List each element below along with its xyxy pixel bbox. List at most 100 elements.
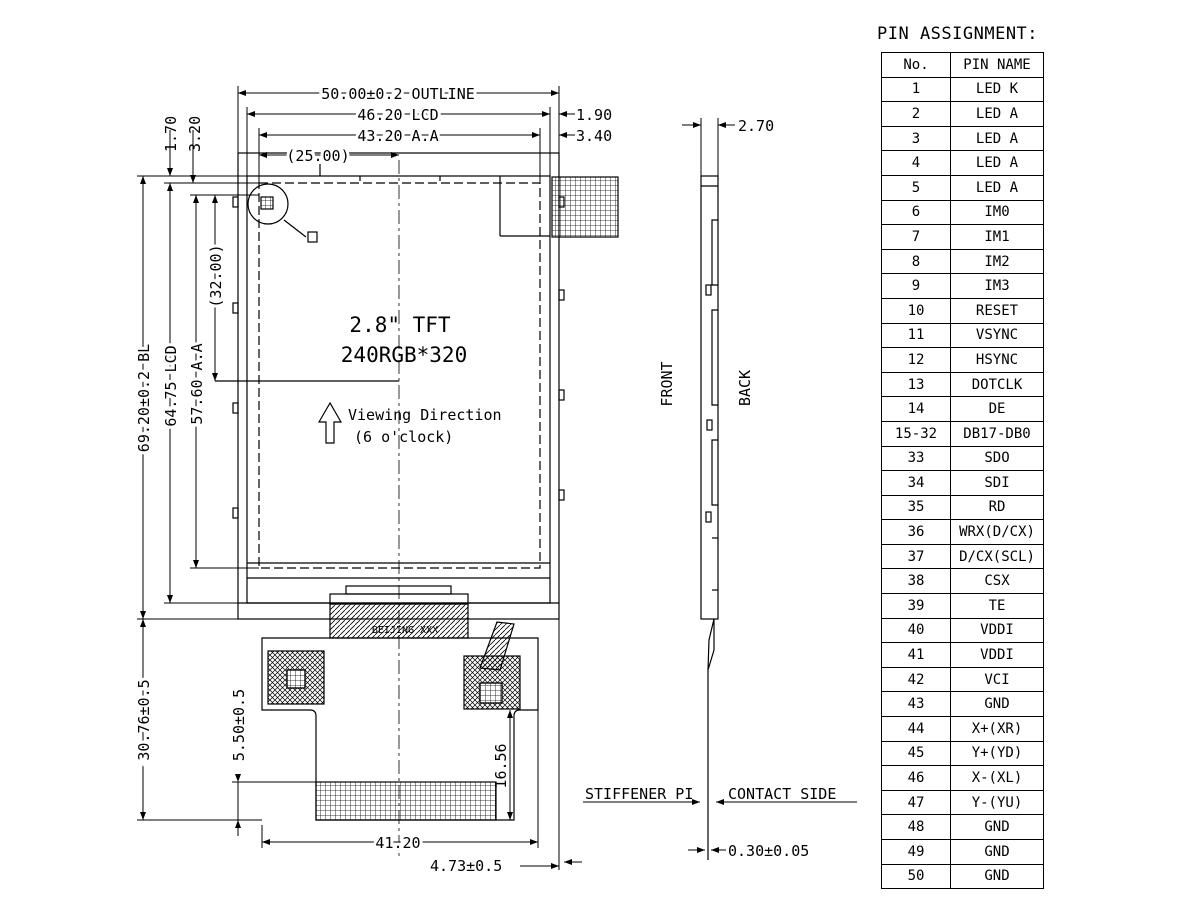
dim-lcd-width: 46.20 LCD <box>357 106 438 124</box>
dim-fpc-1656: 16.56 <box>492 743 510 788</box>
pin-name: SDO <box>950 445 1044 472</box>
label-stiffener: STIFFENER PI <box>585 785 693 803</box>
label-fpc-mark: BEIJING XXX <box>372 625 438 636</box>
pin-number: 7 <box>881 224 951 250</box>
pin-number: 43 <box>881 691 951 718</box>
fpc-outline <box>261 637 539 821</box>
dim-fpc-473: 4.73±0.5 <box>430 857 502 875</box>
pin-name: RESET <box>950 297 1044 324</box>
pin-name: X+(XR) <box>950 716 1044 742</box>
pin-number: 15-32 <box>881 420 951 447</box>
pin-name: D/CX(SCL) <box>950 543 1044 570</box>
pin-name: LED A <box>950 174 1044 201</box>
dim-aa-height: 57.60 A.A <box>188 343 206 424</box>
dim-fpc-length: 30.76±0.5 <box>135 679 153 760</box>
dim-offset-25: (25.00) <box>286 147 349 165</box>
pin-name: WRX(D/CX) <box>950 519 1044 545</box>
pin-name: VSYNC <box>950 322 1044 349</box>
product-resolution: 240RGB*320 <box>341 343 467 367</box>
pin-name: SDI <box>950 470 1044 496</box>
dim-right-340: 3.40 <box>576 127 612 145</box>
pin-name: VDDI <box>950 642 1044 668</box>
pin-name: DB17-DB0 <box>950 420 1044 447</box>
pin-name: Y+(YD) <box>950 740 1044 767</box>
detail-circle <box>247 183 289 225</box>
dim-right-190: 1.90 <box>576 106 612 124</box>
pin-number: 39 <box>881 593 951 619</box>
pin-name: RD <box>950 494 1044 521</box>
pin-name: IM0 <box>950 199 1044 226</box>
pin-name: IM2 <box>950 248 1044 275</box>
viewing-direction-label: Viewing Direction <box>348 406 502 424</box>
viewing-clock-label: (6 o'clock) <box>354 428 453 446</box>
pin-number: 10 <box>881 297 951 324</box>
pin-number: 3 <box>881 125 951 152</box>
pin-number: 38 <box>881 568 951 595</box>
pin-number: 1 <box>881 76 951 103</box>
pin-name: X-(XL) <box>950 765 1044 791</box>
fpc-tail <box>551 176 619 238</box>
dim-thick-030: 0.30±0.05 <box>728 842 809 860</box>
pin-name: TE <box>950 593 1044 619</box>
pin-number: 2 <box>881 101 951 127</box>
pin-name: LED K <box>950 76 1044 103</box>
pin-assignment-title: PIN ASSIGNMENT: <box>877 24 1039 44</box>
active-area <box>258 182 541 569</box>
label-contact-side: CONTACT SIDE <box>728 785 836 803</box>
viewing-arrow-icon <box>317 401 343 444</box>
pin-number: 33 <box>881 445 951 472</box>
pin-name: LED A <box>950 125 1044 152</box>
label-back: BACK <box>736 370 754 406</box>
pin-name: GND <box>950 839 1044 865</box>
fpc-neck <box>329 603 469 639</box>
pin-number: 35 <box>881 494 951 521</box>
pin-number: 40 <box>881 617 951 644</box>
pin-number: 41 <box>881 642 951 668</box>
dim-aa-width: 43.20 A.A <box>357 127 438 145</box>
pin-number: 5 <box>881 174 951 201</box>
pin-name: HSYNC <box>950 347 1044 373</box>
pin-number: 11 <box>881 322 951 349</box>
pin-name: GND <box>950 691 1044 718</box>
pin-name: CSX <box>950 568 1044 595</box>
lcd-glass <box>246 175 551 604</box>
pin-number: 12 <box>881 347 951 373</box>
dim-fpc-width: 41.20 <box>375 834 420 852</box>
pin-name: IM1 <box>950 224 1044 250</box>
dim-thick-270: 2.70 <box>738 117 774 135</box>
pin-number: 37 <box>881 543 951 570</box>
dim-bl-height: 69.20±0.2 BL <box>135 344 153 452</box>
pin-name: LED A <box>950 101 1044 127</box>
dim-offset-32: (32.00) <box>207 244 225 307</box>
header-no: No. <box>881 52 951 78</box>
module-outline <box>237 152 560 620</box>
label-front: FRONT <box>658 361 676 406</box>
